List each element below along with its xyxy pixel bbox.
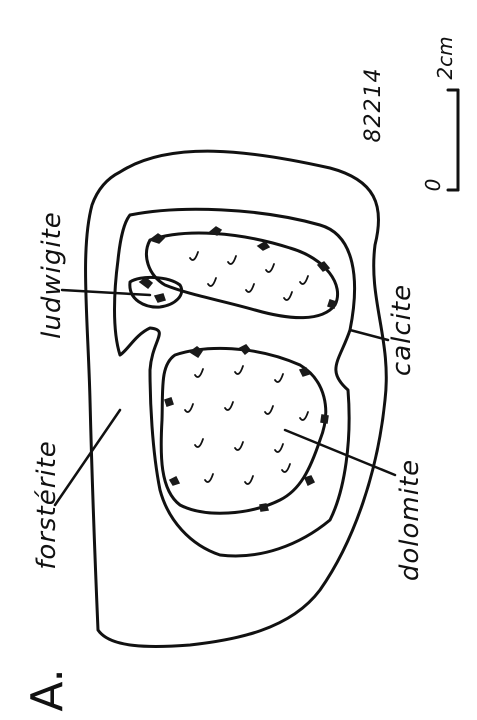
forsterite-leader: [55, 410, 120, 505]
ludwigite-patch: [130, 277, 182, 307]
forsterite-label: forstérite: [32, 440, 62, 570]
dolomite-pattern: [185, 252, 308, 484]
forsterite-zone: [86, 151, 387, 646]
ludwigite-leader: [62, 290, 150, 295]
scale-length-label: 2cm: [433, 36, 457, 79]
calcite-label: calcite: [387, 284, 417, 376]
sample-id: 82214: [361, 68, 386, 143]
scale-zero-label: 0: [421, 179, 445, 192]
ludwigite-label: ludwigite: [37, 211, 67, 339]
panel-label: A.: [22, 668, 73, 711]
ludwigite-grains: [140, 227, 336, 511]
dolomite-upper: [146, 233, 337, 318]
dolomite-label: dolomite: [395, 459, 425, 581]
scale-bar: [448, 90, 458, 190]
